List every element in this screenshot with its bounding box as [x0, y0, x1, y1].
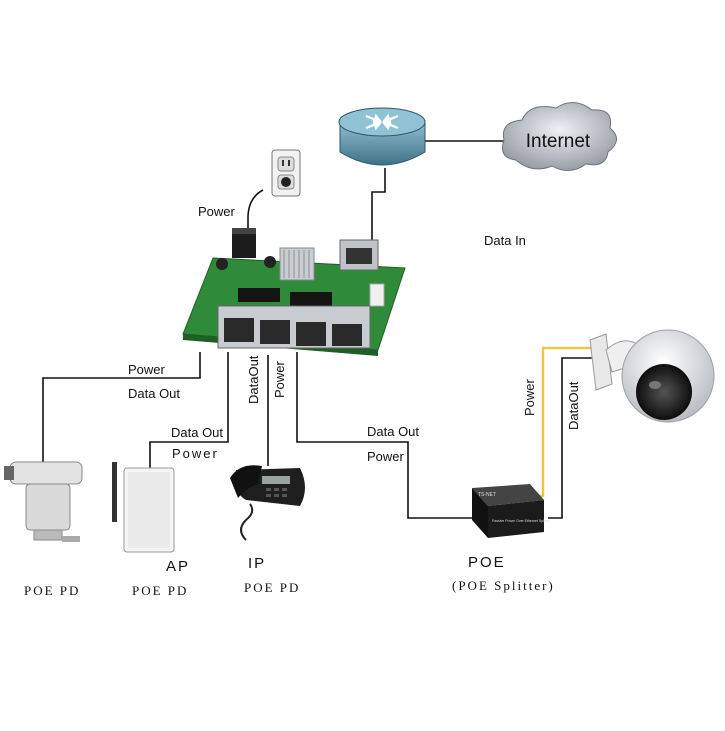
ptz-camera-icon	[4, 461, 83, 542]
poe-switch-board-icon	[182, 228, 406, 356]
wall-outlet-icon	[271, 149, 301, 197]
injector-model: Passive Power Over Ethernet Splitter	[492, 519, 551, 523]
ip-caption: POE PD	[244, 580, 300, 595]
data-out-right-label: Data Out	[367, 424, 419, 439]
data-out-ap-label: Data Out	[171, 425, 223, 440]
data-in-label: Data In	[484, 233, 526, 248]
wire-poe-dome-data	[548, 357, 596, 519]
pd1-caption: POE PD	[24, 583, 80, 598]
dataout-camera-vertical-label: DataOut	[566, 381, 581, 430]
poe-title: POE	[468, 554, 506, 571]
dome-camera-icon	[589, 329, 715, 423]
internet-label: Internet	[526, 131, 591, 152]
wire-outlet-switch	[247, 189, 264, 232]
router-icon	[338, 107, 426, 166]
injector-brand: TS-NET	[478, 492, 496, 498]
power-camera-vertical-label: Power	[522, 378, 537, 416]
wire-switch-poe	[296, 352, 472, 519]
data-out-left-label: Data Out	[128, 386, 180, 401]
wire-router-switch	[371, 168, 386, 240]
poe-splitter-icon: TS-NET Passive Power Over Ethernet Split…	[472, 484, 551, 538]
ip-phone-icon	[230, 465, 305, 541]
power-ap-label: Power	[172, 446, 219, 461]
ap-title: AP	[166, 558, 190, 575]
wire-switch-ap	[149, 352, 229, 470]
internet-cloud-icon: Internet	[502, 102, 617, 171]
access-point-icon	[112, 462, 175, 553]
poe-caption: (POE Splitter)	[452, 578, 555, 593]
ip-title: IP	[248, 555, 266, 572]
power-vertical-label: Power	[272, 360, 287, 398]
power-right-label: Power	[367, 449, 405, 464]
wire-switch-pd1	[42, 352, 201, 462]
power-top-label: Power	[198, 204, 236, 219]
rj45-ports	[217, 305, 371, 349]
power-left-label: Power	[128, 362, 166, 377]
wires	[42, 140, 596, 519]
dataout-vertical-label: DataOut	[246, 355, 261, 404]
ap-caption: POE PD	[132, 583, 188, 598]
